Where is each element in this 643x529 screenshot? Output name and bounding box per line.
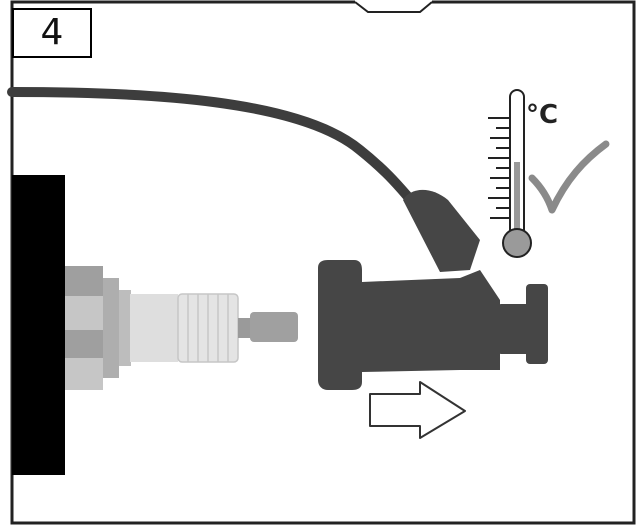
spark-plug	[65, 266, 298, 390]
spark-plug-ribs	[177, 293, 239, 363]
ignition-cable	[7, 87, 425, 215]
arrow-right-outline-icon	[369, 381, 466, 439]
temperature-unit-label: °C	[526, 100, 559, 130]
step-number-box: 4	[12, 8, 92, 58]
spark-plug-thread	[103, 278, 119, 378]
panel-frame	[10, 0, 636, 525]
engine-block	[12, 175, 65, 475]
spark-plug-terminal	[238, 318, 252, 338]
panel-notch	[354, 1, 433, 13]
spark-plug-boot	[318, 189, 548, 390]
thermometer-icon	[488, 89, 532, 258]
spark-plug-insulator	[130, 294, 178, 362]
checkmark-icon	[528, 140, 610, 214]
step-number: 4	[40, 12, 64, 53]
